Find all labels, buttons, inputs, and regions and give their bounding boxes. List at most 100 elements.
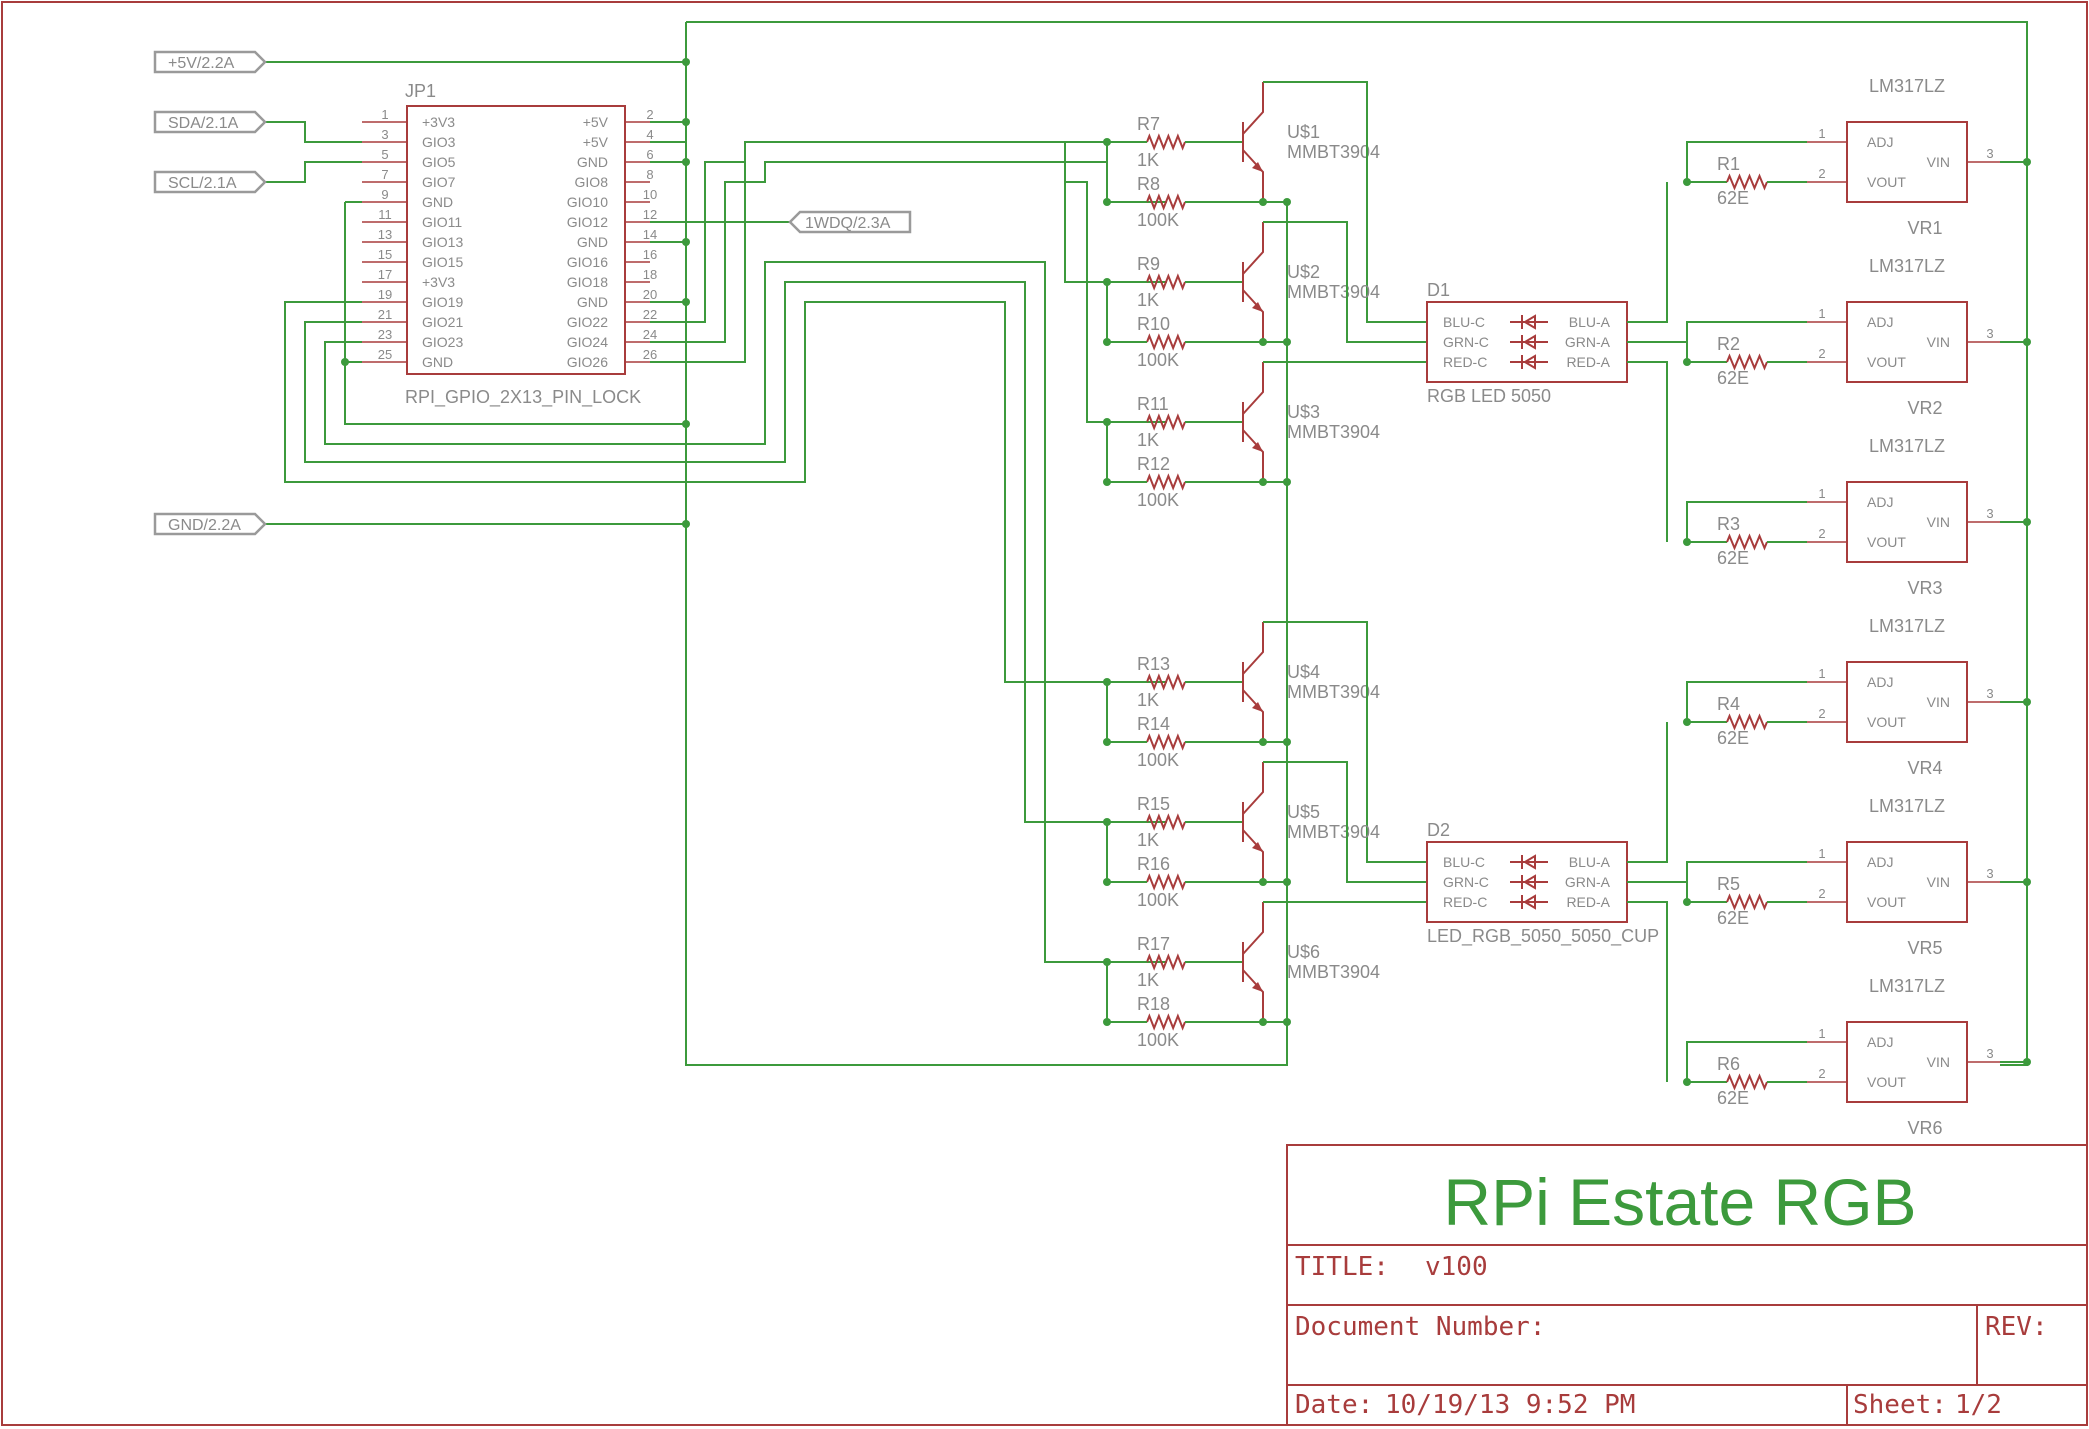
sense-resistor	[1726, 1073, 1768, 1091]
transistor-collector	[1242, 622, 1264, 675]
junction-dot	[1103, 738, 1111, 746]
junction-dot	[2023, 1058, 2031, 1066]
pulldown-resistor	[1146, 193, 1186, 211]
header-value: RPI_GPIO_2X13_PIN_LOCK	[405, 387, 641, 408]
sheet-value: 1/2	[1955, 1390, 2002, 1420]
wire	[1263, 81, 1427, 323]
port-label: 1WDQ/2.3A	[805, 215, 891, 232]
header-body	[406, 105, 626, 375]
transistor-ref: U$6	[1287, 942, 1320, 962]
regulator-pin-number: 1	[1818, 846, 1825, 861]
wire	[1627, 341, 1688, 362]
junction-dot	[2023, 158, 2031, 166]
header-pin-name: GND	[422, 354, 453, 370]
sense-resistor-value: 62E	[1717, 908, 1749, 928]
base-resistor	[1146, 133, 1186, 151]
junction-dot	[1283, 198, 1291, 206]
base-resistor-value: 1K	[1137, 290, 1159, 310]
junction-dot	[1259, 478, 1267, 486]
header-pin-name: GIO21	[422, 314, 463, 330]
regulator-pin-number: 2	[1818, 346, 1825, 361]
sense-resistor-ref: R4	[1717, 694, 1740, 714]
led-anode-pin: GRN-A	[1565, 874, 1611, 890]
header-pin-name: GIO7	[422, 174, 456, 190]
header-pin-name: +5V	[583, 134, 609, 150]
junction-dot	[341, 358, 349, 366]
wire	[1686, 501, 1807, 542]
pulldown-resistor-ref: R18	[1137, 994, 1170, 1014]
header-pin-name: GIO13	[422, 234, 463, 250]
header-pin-name: GIO10	[567, 194, 608, 210]
transistor-collector	[1242, 222, 1264, 275]
header-ref: JP1	[405, 81, 436, 101]
port-scl: SCL/2.1A	[153, 170, 267, 194]
base-resistor	[1146, 413, 1186, 431]
regulator-vin-pin: VIN	[1927, 334, 1950, 350]
rev-label: REV:	[1985, 1312, 2048, 1342]
emitter-arrow	[1252, 702, 1263, 712]
pulldown-resistor-value: 100K	[1137, 890, 1179, 910]
regulator-vout-pin: VOUT	[1867, 174, 1906, 190]
header-pin-number: 7	[381, 167, 388, 182]
regulator-vin-pin: VIN	[1927, 514, 1950, 530]
pulldown-resistor-value: 100K	[1137, 1030, 1179, 1050]
header-pin-number: 10	[643, 187, 657, 202]
junction-dot	[1103, 198, 1111, 206]
header-pin-number: 20	[643, 287, 657, 302]
regulator-stages: LM317LZADJVOUTVINVR1123R162ELM317LZADJVO…	[1686, 76, 2027, 1138]
regulator-adj-pin: ADJ	[1867, 854, 1893, 870]
header-pin-number: 9	[381, 187, 388, 202]
transistor-value: MMBT3904	[1287, 682, 1380, 702]
led-cathode-pin: GRN-C	[1443, 334, 1489, 350]
transistor-ref: U$4	[1287, 662, 1320, 682]
pulldown-resistor	[1146, 733, 1186, 751]
transistor-value: MMBT3904	[1287, 962, 1380, 982]
wire	[1627, 722, 1668, 863]
wire	[1686, 861, 1807, 902]
led-cathode-pin: RED-C	[1443, 894, 1487, 910]
wire	[1627, 361, 1668, 542]
header-pin-name: GIO18	[567, 274, 608, 290]
led-value: RGB LED 5050	[1427, 386, 1551, 406]
port-sda: SDA/2.1A	[153, 110, 267, 134]
port-onewire: 1WDQ/2.3A	[788, 210, 912, 234]
junction-dot	[1103, 418, 1111, 426]
header-pin-number: 14	[643, 227, 657, 242]
base-resistor-ref: R11	[1137, 394, 1169, 414]
base-resistor-ref: R9	[1137, 254, 1160, 274]
junction-dot	[1683, 898, 1691, 906]
regulator-value: LM317LZ	[1869, 76, 1945, 96]
sense-resistor	[1726, 353, 1768, 371]
header-pin-name: GIO8	[575, 174, 609, 190]
transistor-value: MMBT3904	[1287, 822, 1380, 842]
junction-dot	[1683, 358, 1691, 366]
regulator-value: LM317LZ	[1869, 256, 1945, 276]
junction-dot	[2023, 338, 2031, 346]
wire	[1686, 141, 1807, 182]
regulator-ref: VR3	[1907, 578, 1942, 598]
junction-dot	[1259, 738, 1267, 746]
sense-resistor-value: 62E	[1717, 368, 1749, 388]
emitter-arrow	[1252, 302, 1263, 312]
regulator-vout-pin: VOUT	[1867, 714, 1906, 730]
transistor-emitter	[1242, 969, 1264, 1022]
junction-dot	[2023, 698, 2031, 706]
title-block: RPi Estate RGB TITLE: v100 Document Numb…	[1286, 1144, 2088, 1426]
base-resistor-value: 1K	[1137, 150, 1159, 170]
regulator-ref: VR4	[1907, 758, 1942, 778]
header-pin-number: 12	[643, 207, 657, 222]
transistor-ref: U$2	[1287, 262, 1320, 282]
header-pin-name: GIO11	[422, 214, 462, 230]
header-pin-name: +5V	[583, 114, 609, 130]
sense-resistor-ref: R1	[1717, 154, 1740, 174]
header-pin-name: GIO22	[567, 314, 608, 330]
regulator-pin-number: 3	[1986, 866, 1993, 881]
wire	[1686, 321, 1807, 362]
transistor-value: MMBT3904	[1287, 142, 1380, 162]
sense-resistor-value: 62E	[1717, 1088, 1749, 1108]
